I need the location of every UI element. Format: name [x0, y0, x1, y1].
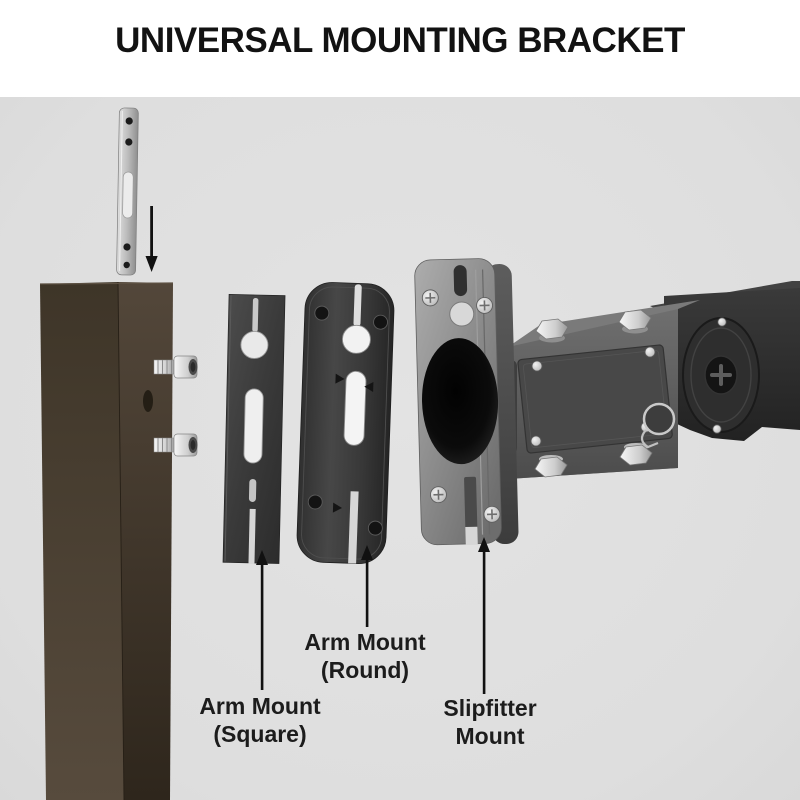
mounting-arm-assembly [504, 300, 700, 479]
bottom-slit [348, 491, 359, 564]
leader-arrow-square-icon [256, 550, 268, 690]
bottom-slit [464, 476, 478, 529]
pole-hole [143, 390, 153, 412]
hex-bolt-icon [618, 309, 652, 334]
leader-arrow-slipfitter-icon [478, 537, 490, 694]
label-arm-mount-square: Arm Mount (Square) [199, 693, 321, 747]
cover-screw-icon [717, 317, 727, 327]
keyhole-bulb [240, 331, 269, 359]
page-title: UNIVERSAL MOUNTING BRACKET [115, 21, 685, 60]
pole-mounting-strap [116, 107, 139, 276]
keyhole-bulb [341, 324, 371, 354]
cover-screw-icon [712, 424, 722, 434]
arm-mount-square-plate [222, 294, 286, 565]
arm-mount-round-plate [296, 282, 395, 564]
down-arrow-icon [145, 206, 158, 272]
housing-round-cover [682, 317, 760, 434]
product-diagram [0, 97, 800, 800]
center-slot [243, 388, 264, 464]
hex-bolt-icon [535, 318, 569, 343]
square-pole [39, 281, 174, 800]
keyhole-slit [252, 297, 259, 332]
mounting-screw-icon [153, 433, 198, 457]
slipfitter-mount-plate [414, 258, 519, 546]
bottom-slit [248, 508, 256, 565]
label-arm-mount-round: Arm Mount (Round) [304, 629, 426, 683]
label-slipfitter-mount: Slipfitter Mount [443, 695, 537, 749]
small-slot [248, 478, 257, 502]
slipfitter-socket [422, 338, 499, 465]
corner-hole [307, 305, 388, 536]
center-slot [343, 370, 367, 446]
top-hole [449, 301, 475, 327]
mounting-screw-icon [153, 355, 198, 379]
retaining-wire-cap [640, 402, 676, 449]
fixture-housing [650, 281, 800, 441]
hex-bolt-icon [534, 455, 568, 478]
keyhole-slit [353, 284, 362, 327]
arm-cover-plate [517, 344, 673, 454]
leader-arrow-round-icon [361, 545, 373, 627]
hex-bolt-icon [619, 443, 653, 466]
cover-cross-knob-icon [710, 364, 732, 386]
top-slot [453, 265, 468, 297]
